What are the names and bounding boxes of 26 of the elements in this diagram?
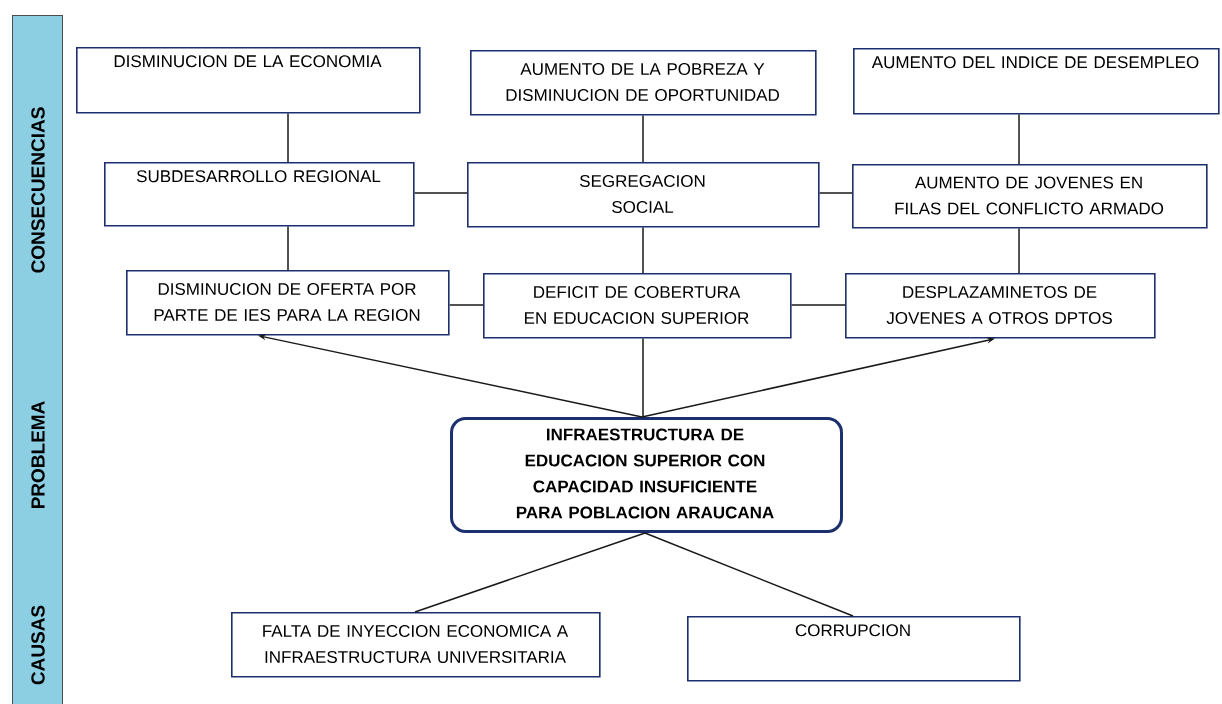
connector [642,337,644,418]
connector [642,226,644,274]
connector [642,114,644,163]
text-box: DESPLAZAMINETOS DE JOVENES A OTROS DPTOS [845,273,1156,339]
connector [644,532,854,617]
text-box: FALTA DE INYECCION ECONOMICA A INFRAESTRUCTURA UNIVERSITARIA [231,612,601,678]
connector [448,304,484,306]
section-band: CONSECUENCIAS PROBLEMA CAUSAS [12,15,63,704]
text-box: DISMINUCION DE LA ECONOMIA [76,47,421,114]
text-box: DEFICIT DE COBERTURA EN EDUCACION SUPERIOR [483,273,792,339]
connector [818,192,853,194]
connector [287,112,289,163]
connector [790,304,846,306]
problem-box: INFRAESTRUCTURA DE EDUCACION SUPERIOR CON CAPACIDAD INSUFICIENTE PARA POBLACION ARAUCANA [450,417,843,533]
connector [413,192,468,194]
text-box: CORRUPCION [687,616,1021,682]
connector [1018,113,1020,165]
text-box: AUMENTO DEL INDICE DE DESEMPLEO [853,48,1220,115]
text-box: AUMENTO DE JOVENES EN FILAS DEL CONFLICTO ARMADO [852,164,1208,229]
text-box: AUMENTO DE LA POBREZA Y DISMINUCION DE OPORTUNIDAD [470,50,817,116]
text-box: DISMINUCION DE OFERTA POR PARTE DE IES PARA LA REGION [126,270,450,336]
connector [1018,227,1020,274]
text-box: SUBDESARROLLO REGIONAL [104,162,415,227]
connector [414,532,646,613]
text-box: SEGREGACION SOCIAL [467,162,820,228]
connector [287,225,289,271]
